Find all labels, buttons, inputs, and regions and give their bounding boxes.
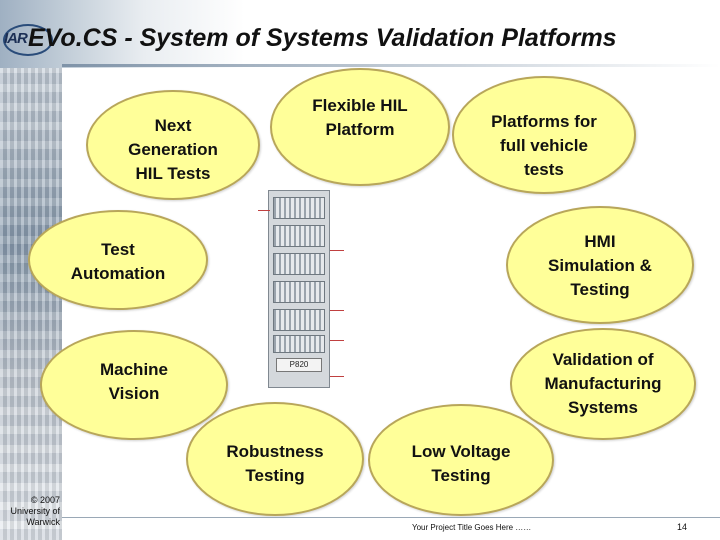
bubble-full-vehicle: Platforms for full vehicle tests (452, 76, 636, 194)
logo-text: IAR (4, 30, 28, 47)
footer-divider (62, 517, 720, 518)
bubble-label: HMI Simulation & Testing (548, 232, 652, 299)
copyright-notice: © 2007 University of Warwick (10, 495, 60, 527)
bubble-low-voltage-testing: Low Voltage Testing (368, 404, 554, 516)
page-title: EVo.CS - System of Systems Validation Pl… (28, 24, 617, 52)
bubble-label: Next Generation HIL Tests (128, 116, 218, 183)
bubble-robustness-testing: Robustness Testing (186, 402, 364, 516)
rack-unit (273, 335, 325, 353)
bubble-manufacturing-validation: Validation of Manufacturing Systems (510, 328, 696, 440)
bubble-test-automation: Test Automation (28, 210, 208, 310)
bubble-label: Platforms for full vehicle tests (491, 112, 597, 179)
rack-callout-line (258, 210, 270, 211)
rack-callout-line (330, 376, 344, 377)
footer-project-title: Your Project Title Goes Here …… (412, 523, 532, 532)
rack-callout-line (330, 340, 344, 341)
bubble-label: Validation of Manufacturing Systems (544, 350, 662, 417)
title-divider (62, 64, 720, 67)
bubble-label: Test Automation (70, 240, 166, 283)
hil-rack-image: P820 (258, 190, 358, 388)
rack-cabinet (268, 190, 330, 388)
bubble-label: Low Voltage Testing (411, 442, 511, 485)
rack-unit (273, 197, 325, 219)
bubble-machine-vision: Machine Vision (40, 330, 228, 440)
header-banner (0, 0, 720, 68)
bubble-flexible-hil: Flexible HIL Platform (270, 68, 450, 186)
bubble-hmi-simulation: HMI Simulation & Testing (506, 206, 694, 324)
rack-unit (273, 281, 325, 303)
rack-unit (273, 309, 325, 331)
bubble-label: Robustness Testing (226, 442, 324, 485)
rack-label: P820 (276, 358, 322, 372)
bubble-label: Flexible HIL Platform (312, 96, 408, 139)
logo-ring (3, 24, 53, 56)
rack-callout-line (330, 310, 344, 311)
page-number: 14 (677, 522, 688, 532)
rack-unit (273, 225, 325, 247)
bubble-label: Machine Vision (99, 360, 169, 403)
rack-unit (273, 253, 325, 275)
bubble-next-generation-hil: Next Generation HIL Tests (86, 90, 260, 200)
rack-callout-line (330, 250, 344, 251)
